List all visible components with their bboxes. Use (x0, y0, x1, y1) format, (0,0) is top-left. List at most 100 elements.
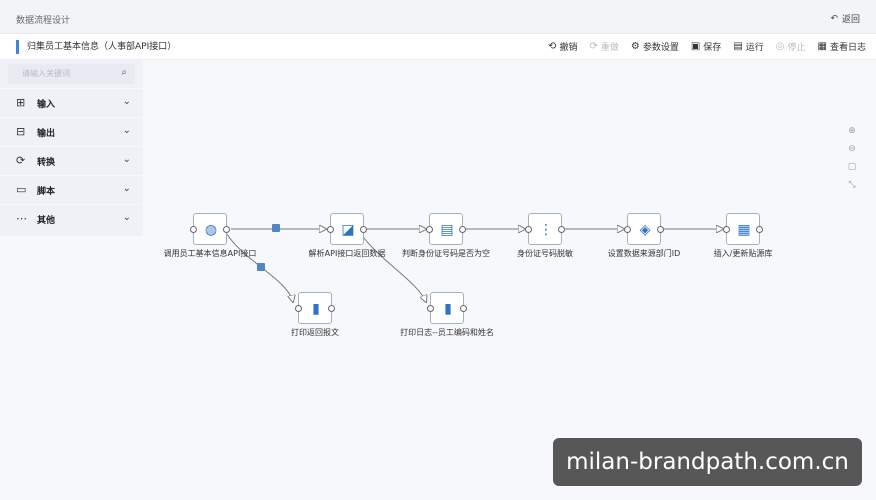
zoom-out-icon[interactable]: ⊖ (848, 144, 856, 154)
mask-icon: ⋮ (539, 222, 553, 238)
chevron-down-icon: ⌄ (122, 154, 131, 165)
category-label: 其他 (37, 216, 56, 226)
input-port[interactable] (190, 226, 197, 233)
flow-canvas[interactable]: ⊕ ⊖ ▢ ⤡ ◍ 调用员工基本信息API接口 ◪ 解析API接口返回数 (143, 60, 876, 500)
flow-node[interactable]: ▤ (426, 213, 466, 245)
parse-icon: ◪ (341, 222, 355, 238)
category-script[interactable]: ▭ 脚本 ⌄ (0, 175, 143, 203)
redo-label: 重做 (600, 43, 619, 53)
api-globe-icon: ◍ (204, 222, 218, 238)
input-port[interactable] (525, 226, 532, 233)
node-label: 打印日志--员工编码和姓名 (400, 328, 494, 337)
input-port[interactable] (624, 226, 631, 233)
flow-node[interactable]: ◍ (190, 213, 230, 245)
print-icon: ▮ (312, 301, 320, 317)
view-log-label: 查看日志 (829, 43, 866, 53)
back-button[interactable]: ↶ 返回 (830, 12, 860, 26)
flow-title: 归集员工基本信息（人事部API接口） (16, 40, 176, 54)
stop-icon: ◎ (775, 41, 785, 52)
output-port[interactable] (657, 226, 664, 233)
node-label: 解析API接口返回数据 (308, 249, 386, 258)
flow-node[interactable]: ◪ (327, 213, 367, 245)
flow-node[interactable]: ◈ (624, 213, 664, 245)
back-label: 返回 (841, 15, 860, 25)
component-search-input[interactable]: 请输入关键词 ⌕ (8, 64, 135, 84)
settings-label: 参数设置 (642, 43, 679, 53)
chevron-down-icon: ⌄ (122, 183, 131, 194)
output-port[interactable] (360, 226, 367, 233)
undo-icon: ⟲ (548, 41, 557, 52)
node-label: 设置数据来源部门ID (607, 249, 681, 258)
redo-button[interactable]: ⟳ 重做 (589, 40, 618, 53)
save-button[interactable]: ▣ 保存 (691, 40, 721, 53)
window-title: 数据流程设计 (16, 16, 71, 26)
title-bar: 数据流程设计 ↶ 返回 (0, 0, 876, 34)
transform-icon: ⟳ (16, 154, 26, 167)
fit-icon[interactable]: ▢ (847, 162, 857, 172)
save-icon: ▣ (690, 41, 701, 52)
save-label: 保存 (703, 43, 722, 53)
input-icon: ⊞ (16, 96, 26, 109)
edge-marker (272, 224, 280, 232)
category-label: 转换 (37, 158, 56, 168)
category-output[interactable]: ⊟ 输出 ⌄ (0, 117, 143, 145)
input-port[interactable] (426, 226, 433, 233)
fullscreen-icon[interactable]: ⤡ (848, 180, 856, 190)
watermark: milan-brandpath.com.cn (553, 438, 862, 486)
node-label: 判断身份证号码是否为空 (402, 249, 490, 258)
category-input[interactable]: ⊞ 输入 ⌄ (0, 88, 143, 116)
output-icon: ⊟ (16, 125, 26, 138)
back-arrow-icon: ↶ (830, 13, 838, 24)
set-value-icon: ◈ (639, 222, 651, 238)
run-icon: ▤ (733, 41, 743, 52)
edge-n2-n8[interactable] (360, 233, 426, 302)
settings-icon: ⚙ (630, 41, 640, 52)
chevron-down-icon: ⌄ (122, 212, 131, 223)
category-label: 输入 (37, 100, 56, 110)
chevron-down-icon: ⌄ (122, 96, 131, 107)
chevron-down-icon: ⌄ (122, 125, 131, 136)
component-sidebar: 请输入关键词 ⌕ ⊞ 输入 ⌄ ⊟ 输出 ⌄ ⟳ 转换 ⌄ ▭ 脚本 ⌄ ⋯ 其… (0, 60, 143, 236)
input-port[interactable] (427, 305, 434, 312)
output-port[interactable] (459, 226, 466, 233)
flow-node[interactable]: ▮ (295, 292, 335, 324)
output-port[interactable] (558, 226, 565, 233)
run-button[interactable]: ▤ 运行 (733, 40, 763, 53)
category-transform[interactable]: ⟳ 转换 ⌄ (0, 146, 143, 174)
node-label: 打印返回报文 (291, 328, 339, 337)
print-icon: ▮ (444, 301, 452, 317)
stop-label: 停止 (787, 43, 806, 53)
toolbar: 归集员工基本信息（人事部API接口） ⟲ 撤销 ⟳ 重做 ⚙ 参数设置 ▣ 保存… (0, 34, 876, 60)
zoom-in-icon[interactable]: ⊕ (848, 126, 856, 136)
log-icon: ▦ (817, 41, 827, 52)
category-label: 输出 (37, 129, 56, 139)
category-label: 脚本 (37, 187, 56, 197)
output-port[interactable] (223, 226, 230, 233)
output-port[interactable] (756, 226, 763, 233)
database-insert-icon: ▦ (737, 222, 751, 238)
category-other[interactable]: ⋯ 其他 ⌄ (0, 204, 143, 232)
input-port[interactable] (723, 226, 730, 233)
run-label: 运行 (745, 43, 764, 53)
output-port[interactable] (460, 305, 467, 312)
output-port[interactable] (328, 305, 335, 312)
node-label: 插入/更新贴源库 (713, 249, 773, 258)
input-port[interactable] (295, 305, 302, 312)
script-icon: ▭ (16, 183, 27, 196)
settings-button[interactable]: ⚙ 参数设置 (631, 40, 679, 53)
flow-node[interactable]: ⋮ (525, 213, 565, 245)
input-port[interactable] (327, 226, 334, 233)
search-icon[interactable]: ⌕ (121, 67, 127, 78)
undo-label: 撤销 (559, 43, 578, 53)
flow-node[interactable]: ▮ (427, 292, 467, 324)
view-log-button[interactable]: ▦ 查看日志 (818, 40, 866, 53)
zoom-controls: ⊕ ⊖ ▢ ⤡ (840, 124, 864, 192)
toolbar-actions: ⟲ 撤销 ⟳ 重做 ⚙ 参数设置 ▣ 保存 ▤ 运行 ◎ 停止 ▦ 查看日志 (548, 40, 866, 53)
redo-icon: ⟳ (589, 41, 598, 52)
undo-button[interactable]: ⟲ 撤销 (548, 40, 577, 53)
stop-button[interactable]: ◎ 停止 (776, 40, 806, 53)
search-placeholder: 请输入关键词 (22, 69, 70, 78)
condition-icon: ▤ (440, 222, 454, 238)
flow-node[interactable]: ▦ (723, 213, 763, 245)
more-icon: ⋯ (16, 212, 27, 225)
